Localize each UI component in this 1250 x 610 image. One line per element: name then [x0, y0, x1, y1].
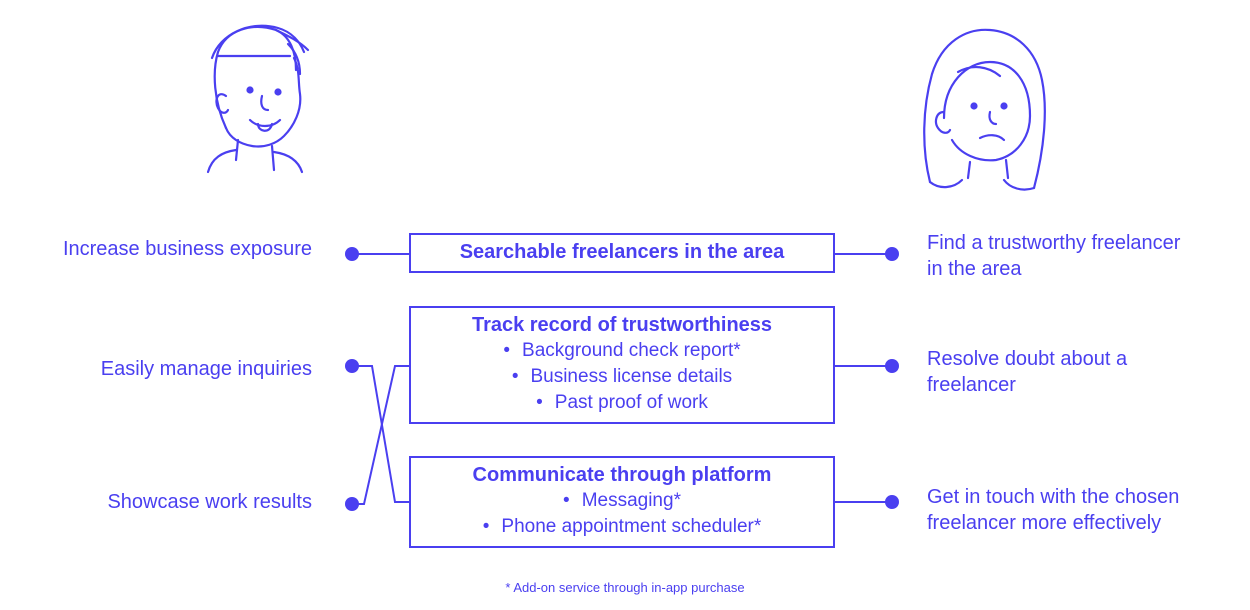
feature-item-background-check: Background check report* [411, 338, 833, 364]
feature-box-trust: Track record of trustworthiness Backgrou… [409, 306, 835, 424]
right-need-get-in-touch-line-1: Get in touch with the chosen [927, 486, 1180, 508]
dot-left-showcase [345, 497, 359, 511]
left-need-inquiries: Easily manage inquiries [100, 358, 312, 380]
left-need-exposure: Increase business exposure [62, 238, 312, 260]
connector-inquiries-communicate [352, 365, 409, 503]
feature-title-communicate: Communicate through platform [472, 464, 772, 486]
feature-item-messaging: Messaging* [411, 488, 833, 514]
dot-left-exposure [345, 247, 359, 261]
footnote: * Add-on service through in-app purchase [505, 580, 745, 595]
dot-right-trustworthy [885, 247, 899, 261]
right-need-trustworthy: Find a trustworthy freelancer in the are… [927, 230, 1237, 282]
left-need-showcase: Showcase work results [107, 491, 312, 513]
right-need-resolve-doubt: Resolve doubt about a freelancer [927, 346, 1237, 398]
connector-showcase-trust [352, 365, 409, 505]
feature-item-phone-scheduler: Phone appointment scheduler* [411, 514, 833, 540]
feature-item-past-work: Past proof of work [411, 390, 833, 416]
feature-item-business-license: Business license details [411, 364, 833, 390]
freelancer-avatar-icon [206, 24, 310, 174]
right-need-resolve-doubt-line-1: Resolve doubt about a [927, 348, 1128, 370]
feature-box-searchable: Searchable freelancers in the area [409, 233, 835, 273]
right-need-get-in-touch-line-2: freelancer more effectively [927, 512, 1162, 534]
dot-right-resolve [885, 359, 899, 373]
feature-title-trust: Track record of trustworthiness [471, 314, 773, 336]
dot-left-inquiries [345, 359, 359, 373]
connectors [345, 247, 899, 511]
right-need-trustworthy-line-2: in the area [927, 258, 1022, 280]
dot-right-touch [885, 495, 899, 509]
right-need-trustworthy-line-1: Find a trustworthy freelancer [927, 232, 1181, 254]
right-need-get-in-touch: Get in touch with the chosen freelancer … [927, 484, 1237, 536]
feature-title-searchable: Searchable freelancers in the area [459, 241, 785, 263]
right-need-resolve-doubt-line-2: freelancer [927, 374, 1016, 396]
customer-avatar-icon [923, 28, 1046, 191]
feature-box-communicate: Communicate through platform Messaging* … [409, 456, 835, 548]
